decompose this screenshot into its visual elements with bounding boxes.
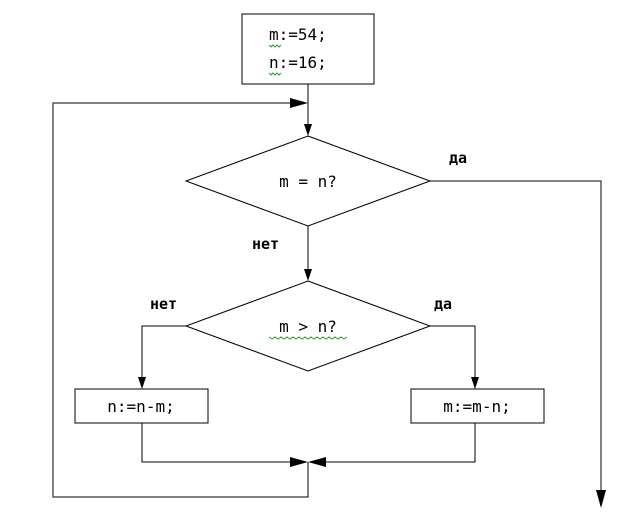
- spellcheck-underline-m: [268, 44, 282, 48]
- arrowhead-into-greater: [304, 269, 312, 281]
- loop-back-connector: [52, 102, 309, 498]
- assign-left-text: n:=n-m;: [107, 397, 174, 416]
- decision-greater-text: m > n?: [279, 317, 337, 336]
- spellcheck-underline-condition: [268, 336, 348, 340]
- connector-assign-right-to-junction: [326, 423, 476, 463]
- assign-left-block: [74, 388, 209, 424]
- arrowhead-loop-back: [290, 98, 308, 108]
- connector-assign-left-to-junction: [141, 423, 290, 463]
- start-block-line-1: m:=54;: [269, 25, 327, 44]
- connector-greater-no: [141, 325, 186, 378]
- arrowhead-into-assign-left: [138, 377, 146, 389]
- arrowhead-exit: [596, 490, 606, 508]
- arrowhead-junction-left: [290, 457, 308, 467]
- start-block-line-2: n:=16;: [269, 53, 327, 72]
- exit-connector: [430, 180, 602, 495]
- assign-right-block: [410, 388, 545, 424]
- decision-equal-no-label: нет: [252, 235, 279, 253]
- decision-equal-yes-label: да: [449, 149, 467, 167]
- decision-greater-no-label: нет: [150, 295, 177, 313]
- arrowhead-into-condition: [304, 124, 312, 136]
- decision-greater: [184, 280, 432, 372]
- start-block: [241, 13, 375, 85]
- decision-equal-text: m = n?: [279, 172, 337, 191]
- arrowhead-junction-right: [308, 457, 326, 467]
- decision-greater-yes-label: да: [434, 295, 452, 313]
- connector-greater-yes: [430, 325, 476, 378]
- spellcheck-underline-n: [268, 72, 282, 76]
- arrowhead-into-assign-right: [471, 377, 479, 389]
- assign-right-text: m:=m-n;: [443, 397, 510, 416]
